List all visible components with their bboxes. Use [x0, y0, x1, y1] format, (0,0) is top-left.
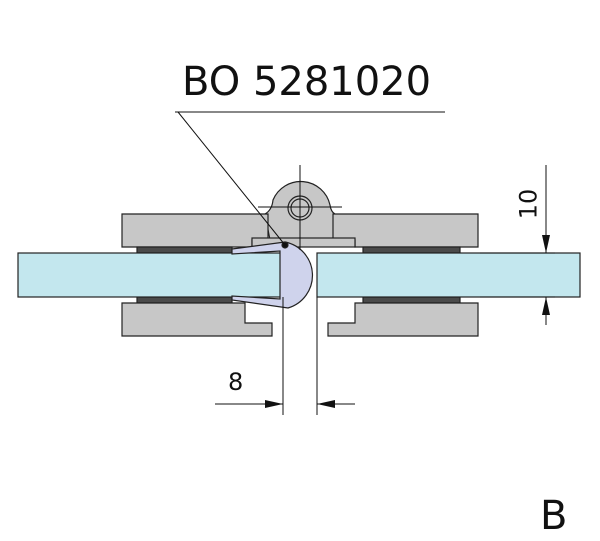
dimension-thickness: 10: [514, 188, 543, 220]
leader-line: [177, 111, 286, 246]
view-label: B: [540, 493, 568, 539]
dimension-gap: 8: [228, 368, 244, 396]
glass-left: [17, 252, 284, 298]
glass-right: [316, 252, 581, 298]
bottom-right-plate: [327, 302, 479, 337]
gasket: [136, 246, 233, 254]
gasket: [136, 296, 233, 304]
seal-profile: [231, 241, 314, 309]
top-left-plate: [121, 213, 269, 248]
gasket: [362, 246, 461, 254]
bottom-left-plate: [121, 302, 273, 337]
hinge-bridge: [251, 237, 356, 248]
part-number-label: BO 5281020: [182, 59, 432, 105]
gasket: [362, 296, 461, 304]
